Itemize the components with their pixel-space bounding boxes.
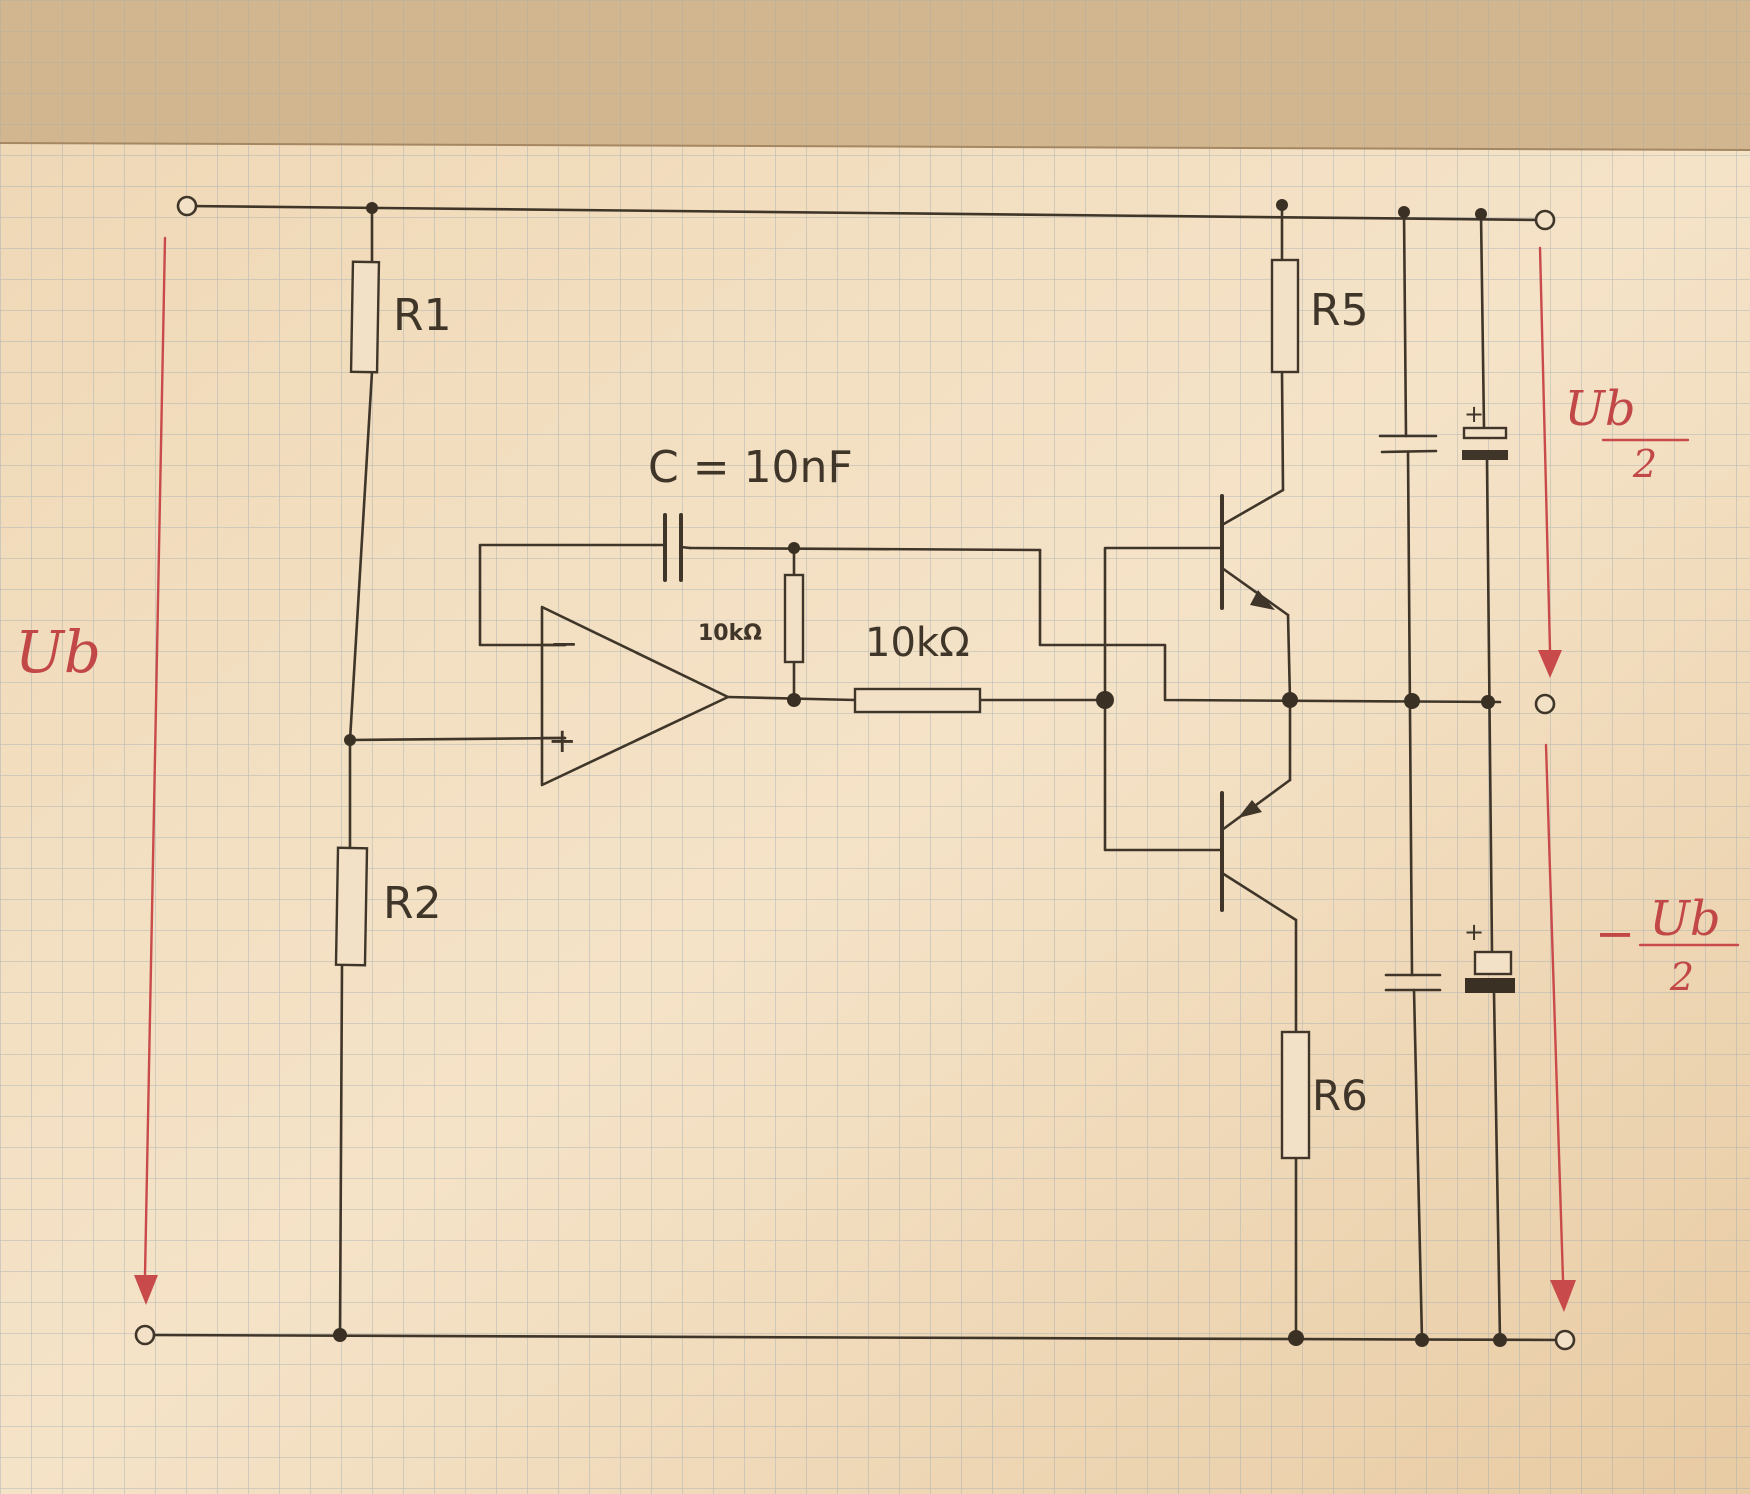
resistor-r1 [349,260,381,374]
terminal-top-right [1534,209,1556,231]
resistor-r6 [1280,1030,1311,1160]
top-rail [185,204,1547,222]
resistor-r2 [334,846,369,967]
label-neg-den: 2 [1669,955,1694,999]
voltage-labels: Ub Ub 2 − Ub 2 [15,381,1740,999]
electrolytic-cap-top [1462,426,1508,460]
label-neg-sign: − [1595,906,1635,962]
bottom-rail [143,1333,1567,1342]
component-labels: R1 R2 R5 R6 C = 10nF 10kΩ 10kΩ − + + + [383,285,1484,1120]
resistor-10k-series [853,687,982,714]
ceramic-cap-top [1378,434,1438,454]
label-ub: Ub [15,618,101,686]
electrolytic-cap-bottom [1465,950,1515,993]
label-cap: C = 10nF [648,442,853,493]
junction-dots [333,199,1507,1347]
terminal-bottom-right [1554,1329,1576,1351]
label-opamp-plus: + [548,721,577,761]
resistors [334,258,1311,1160]
ceramic-cap-bottom [1384,973,1442,992]
op-amp-triangle [540,605,730,787]
label-half-num: Ub [1564,381,1635,437]
label-r2: R2 [383,878,442,929]
terminal-top-left [176,195,198,217]
label-elco-top-plus: + [1464,400,1484,428]
label-half-den: 2 [1632,442,1657,486]
label-r5: R5 [1310,285,1369,336]
resistor-10k-small [783,573,805,664]
label-elco-bottom-plus: + [1464,918,1484,946]
wires [143,203,1567,1342]
label-r1: R1 [393,290,452,341]
label-r-series: 10kΩ [865,620,970,666]
transistor-npn [1220,488,1290,617]
voltage-arrows [134,236,1576,1312]
op-amp [540,605,730,787]
transistor-pnp [1220,778,1298,922]
terminal-mid-right [1534,693,1556,715]
capacitor-10nf [653,513,692,582]
resistor-r5 [1270,258,1300,374]
terminal-bottom-left [134,1324,156,1346]
label-opamp-minus: − [550,624,579,664]
label-r6: R6 [1312,1071,1368,1120]
terminals [134,195,1576,1351]
label-neg-num: Ub [1649,891,1720,947]
label-r-small: 10kΩ [698,621,762,646]
